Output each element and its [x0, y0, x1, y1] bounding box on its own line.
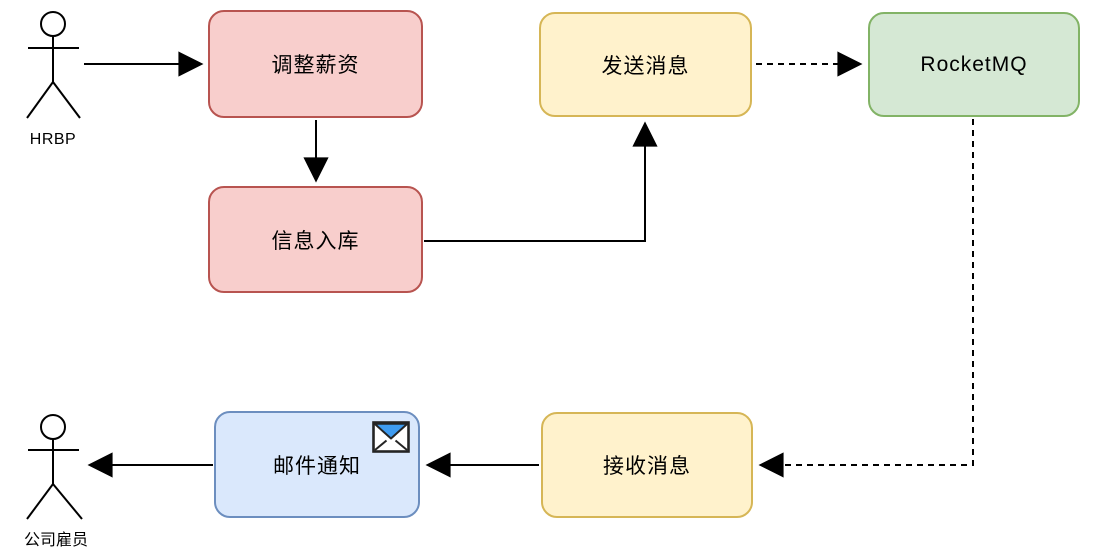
node-email-notify[interactable]: 邮件通知 — [214, 411, 420, 518]
node-adjust-salary[interactable]: 调整薪资 — [208, 10, 423, 118]
node-label: 接收消息 — [603, 455, 691, 478]
edge-store-info-to-send-message — [424, 126, 645, 242]
actor-label-hrbp: HRBP — [29, 131, 77, 148]
node-label: 信息入库 — [271, 229, 360, 253]
envelope-icon — [372, 421, 410, 453]
actor-label-employee: 公司雇员 — [23, 532, 88, 549]
node-label: RocketMQ — [920, 52, 1028, 76]
node-label: 邮件通知 — [273, 454, 361, 478]
node-rocketmq[interactable]: RocketMQ — [868, 12, 1080, 117]
node-receive-message[interactable]: 接收消息 — [541, 412, 753, 518]
node-label: 发送消息 — [601, 54, 690, 78]
node-label: 调整薪资 — [271, 54, 360, 77]
actor-hrbp-figure[interactable] — [26, 11, 81, 119]
node-store-info[interactable]: 信息入库 — [208, 186, 423, 293]
actor-employee-figure[interactable] — [26, 414, 83, 520]
node-send-message[interactable]: 发送消息 — [539, 12, 752, 117]
edge-rocketmq-to-receive-message — [763, 119, 974, 465]
